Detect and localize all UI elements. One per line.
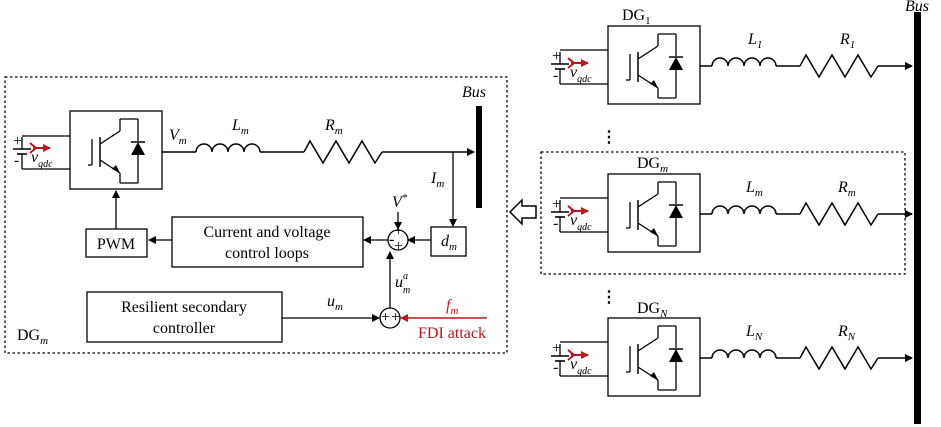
dg1-inductor-label: L1 — [747, 31, 762, 51]
fm-label: fm — [446, 297, 458, 317]
dgn-label: DGN — [637, 300, 668, 320]
control-loops-line2: control loops — [225, 245, 309, 262]
dg1-resistor-label: R1 — [839, 31, 855, 51]
svg-text:-: - — [553, 359, 558, 376]
svg-text:+: + — [381, 309, 390, 326]
svg-text:+: + — [391, 309, 400, 326]
vm-label: Vm — [169, 127, 187, 147]
dg1-vsrc-label: vgdc — [570, 64, 592, 85]
dgn-inductor-label: LN — [745, 323, 763, 343]
dgn-resistor-label: RN — [837, 323, 856, 343]
dgm-detail-label: DGm — [17, 327, 48, 347]
dgm-unit: DGm + - vgdc Lm Rm — [551, 155, 913, 253]
dgm-vsrc-label: vgdc — [570, 212, 592, 233]
dm-block — [430, 226, 467, 257]
secondary-line2: controller — [153, 320, 216, 337]
pwm-block — [85, 228, 148, 258]
secondary-controller-block — [86, 291, 283, 343]
vref-label: V* — [392, 192, 408, 211]
svg-text:+: + — [552, 196, 561, 213]
dgm-inductor-label: Lm — [745, 179, 763, 199]
svg-text:+: + — [394, 238, 403, 255]
right-bus-label: Bus — [905, 0, 929, 15]
svg-text:+: + — [394, 223, 403, 240]
rm-label: Rm — [324, 117, 343, 137]
im-label: Im — [430, 170, 444, 190]
dgn-vsrc-label: vgdc — [570, 356, 592, 377]
dg1-unit: DG1 + - vgdc L1 R1 — [551, 7, 913, 105]
expand-arrow-icon — [508, 198, 537, 226]
ellipsis-1: ⋮ — [601, 129, 617, 146]
dgm-detail-box — [4, 76, 508, 354]
left-bus-bar — [476, 106, 482, 208]
secondary-line1: Resilient secondary — [121, 299, 247, 316]
left-vsrc-label: vgdc — [31, 149, 53, 170]
ellipsis-2: ⋮ — [601, 289, 617, 306]
dgm-label: DGm — [637, 155, 668, 175]
svg-text:+: + — [13, 133, 22, 150]
control-loops-line1: Current and voltage — [203, 224, 330, 241]
svg-text:+: + — [552, 340, 561, 357]
lm-label: Lm — [231, 117, 249, 137]
svg-text:-: - — [389, 231, 394, 248]
left-bus-label: Bus — [462, 84, 486, 101]
dg1-label: DG1 — [622, 7, 651, 27]
svg-text:+: + — [552, 48, 561, 65]
svg-text:-: - — [14, 152, 19, 169]
dgm-resistor-label: Rm — [837, 179, 856, 199]
control-loops-block — [171, 216, 364, 268]
dgm-highlight-box — [540, 151, 906, 275]
um-label: um — [327, 293, 343, 313]
right-bus-bar — [914, 12, 921, 424]
fdi-attack-label: FDI attack — [418, 325, 486, 342]
dgn-unit: DGN + - vgdc LN RN — [551, 300, 913, 397]
dm-block-label: dm — [441, 233, 457, 253]
svg-text:-: - — [553, 67, 558, 84]
svg-text:-: - — [553, 215, 558, 232]
pwm-label: PWM — [97, 236, 135, 253]
